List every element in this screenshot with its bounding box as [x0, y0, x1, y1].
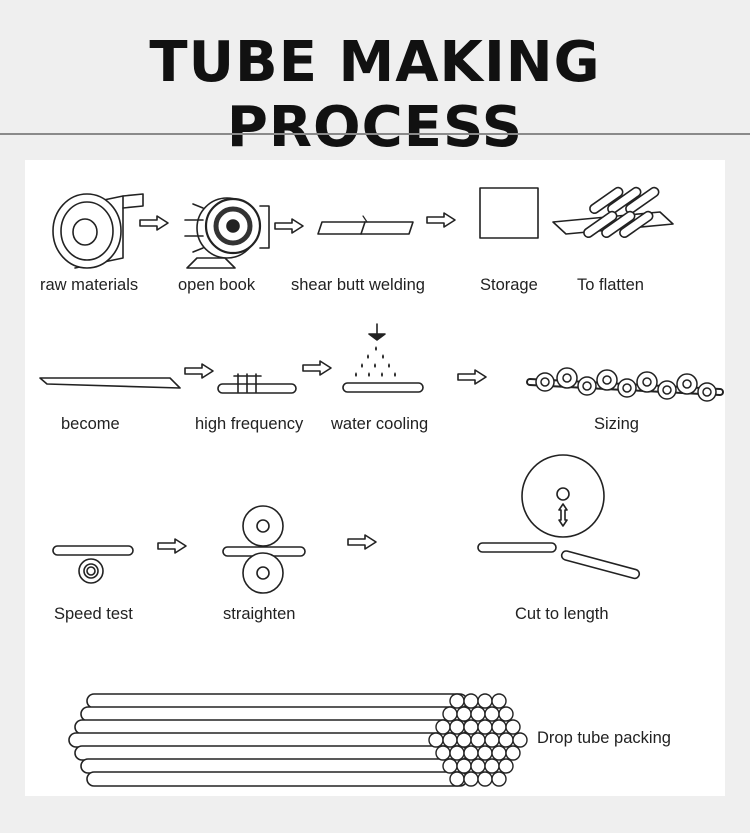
to-flatten-rollers-icon: [552, 186, 674, 239]
open-book-decoiler-icon: [184, 197, 270, 269]
label-drop-tube-packing: Drop tube packing: [537, 729, 671, 747]
arrow-icon: [274, 218, 304, 234]
become-strip-icon: [39, 377, 181, 389]
label-speed-test: Speed test: [54, 605, 133, 623]
high-frequency-icon: [217, 373, 297, 394]
shear-butt-welding-icon: [317, 215, 414, 235]
arrow-icon: [139, 215, 169, 231]
process-diagram-panel: raw materials open book shear butt weldi…: [25, 160, 725, 796]
cut-to-length-saw-icon: [477, 454, 641, 580]
label-straighten: straighten: [223, 605, 296, 623]
page-title: TUBE MAKING PROCESS: [149, 30, 601, 160]
raw-materials-coil-icon: [52, 193, 144, 269]
label-high-frequency: high frequency: [195, 415, 304, 433]
label-water-cooling: water cooling: [331, 415, 429, 433]
straighten-rolls-icon: [222, 505, 306, 594]
arrow-icon: [457, 369, 487, 385]
label-open-book: open book: [178, 276, 256, 294]
label-become: become: [61, 415, 120, 433]
storage-icon: [479, 187, 539, 239]
label-raw-materials: raw materials: [40, 276, 139, 294]
arrow-icon: [157, 538, 187, 554]
water-cooling-icon: [342, 323, 424, 393]
label-storage: Storage: [480, 276, 538, 294]
title-divider: [0, 133, 750, 135]
arrow-icon: [184, 363, 214, 379]
label-cut-to-length: Cut to length: [515, 605, 609, 623]
sizing-rollers-icon: [526, 367, 724, 402]
label-sizing: Sizing: [594, 415, 639, 433]
arrow-icon: [302, 360, 332, 376]
label-to-flatten: To flatten: [577, 276, 644, 294]
arrow-icon: [426, 212, 456, 228]
process-diagram: [39, 186, 724, 787]
label-shear-butt-welding: shear butt welding: [291, 276, 425, 294]
arrow-icon: [347, 534, 377, 550]
speed-test-icon: [52, 545, 134, 584]
drop-tube-packing-bundle-icon: [68, 693, 528, 787]
